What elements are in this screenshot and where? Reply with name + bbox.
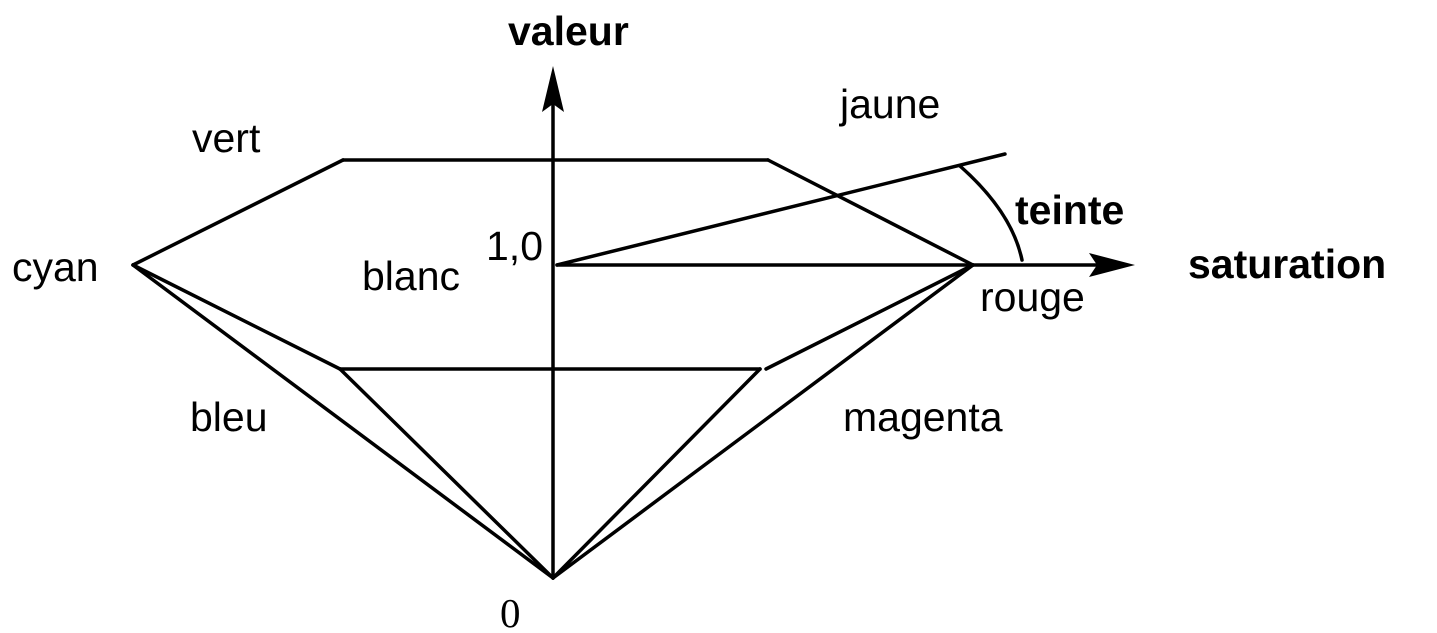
- value-marker-top: 1,0: [486, 223, 543, 269]
- edge-red-magenta: [764, 263, 975, 371]
- value-axis-arrowhead: [542, 66, 564, 112]
- edge-cyan-apex: [131, 263, 555, 580]
- value-marker-bottom: 0: [500, 590, 521, 633]
- color-label-rouge: rouge: [980, 274, 1085, 320]
- hue-reference-line: [555, 152, 1007, 267]
- saturation-axis-label: saturation: [1188, 241, 1386, 287]
- edge-magenta-apex: [551, 367, 762, 580]
- color-label-jaune: jaune: [839, 81, 940, 127]
- color-label-cyan: cyan: [12, 244, 99, 290]
- value-axis-label: valeur: [508, 8, 629, 54]
- hue-angle-arc: [958, 164, 1024, 262]
- saturation-axis-arrowhead: [1089, 253, 1135, 277]
- edge-cyan-blue: [131, 263, 342, 371]
- color-label-blanc: blanc: [362, 253, 460, 299]
- color-label-vert: vert: [192, 115, 261, 161]
- edge-red-apex: [551, 263, 975, 580]
- hue-label: teinte: [1015, 187, 1124, 233]
- color-label-magenta: magenta: [843, 394, 1003, 440]
- edge-yellow-red: [766, 158, 975, 267]
- color-label-bleu: bleu: [190, 394, 268, 440]
- edge-green-cyan: [131, 158, 345, 267]
- edge-blue-apex: [338, 367, 555, 580]
